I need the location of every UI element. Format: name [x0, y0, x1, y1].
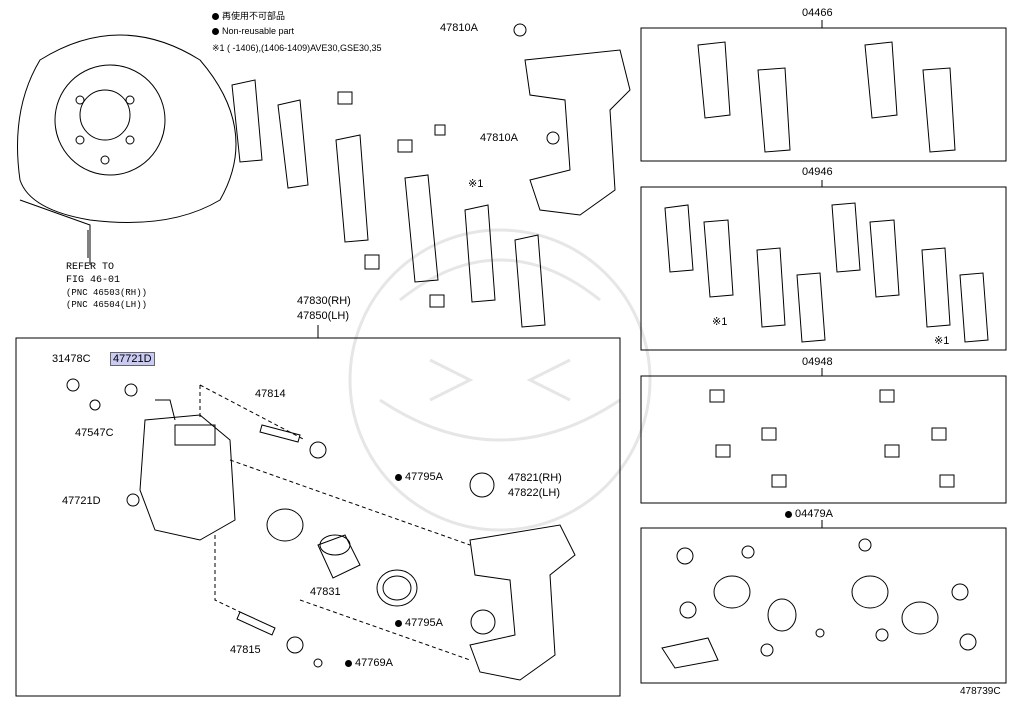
filled-dot-icon — [395, 473, 402, 481]
kit-04948-clips — [709, 389, 955, 488]
kit-04946-label[interactable]: 04946 — [802, 166, 833, 178]
brake-pads — [231, 79, 546, 328]
callout-47721d[interactable]: 47721D — [62, 495, 101, 507]
callout-47721d-highlighted[interactable]: 47721D — [110, 352, 155, 366]
callout-47814[interactable]: 47814 — [255, 388, 286, 400]
legend-non-reusable-jp: 再使用不可部品 — [212, 10, 285, 23]
callout-47547c[interactable]: 47547C — [75, 427, 114, 439]
refer-line-4: (PNC 46504(LH)) — [66, 300, 148, 310]
kit-04479a-label[interactable]: 04479A — [785, 508, 833, 520]
caliper-body — [139, 399, 236, 541]
caliper-bracket-top — [513, 23, 631, 216]
kit-boxes — [640, 20, 1007, 684]
callout-47815[interactable]: 47815 — [230, 644, 261, 656]
kit-04479a-parts — [661, 538, 977, 669]
pad-clips — [337, 91, 446, 308]
watermark-seal — [348, 228, 652, 532]
callout-47810a-mid[interactable]: 47810A — [480, 132, 518, 144]
filled-dot-icon — [345, 659, 352, 667]
refer-line-2: FIG 46-01 — [66, 275, 121, 286]
figure-code: 478739C — [960, 686, 1001, 697]
kit-04946-note-1: ※1 — [712, 316, 728, 328]
callout-47831[interactable]: 47831 — [310, 586, 341, 598]
refer-line-3: (PNC 46503(RH)) — [66, 288, 148, 298]
callout-31478c[interactable]: 31478C — [52, 353, 91, 365]
callout-47795a-top[interactable]: 47795A — [395, 471, 443, 483]
legend-note: ※1 ( -1406),(1406-1409)AVE30,GSE30,35 — [212, 43, 382, 53]
kit-04946-parts — [664, 202, 989, 343]
callout-47821-rh[interactable]: 47821(RH) — [508, 472, 562, 484]
callout-47850-lh[interactable]: 47850(LH) — [297, 310, 349, 322]
caliper-bracket-bottom — [469, 472, 576, 681]
filled-dot-icon — [212, 13, 219, 21]
legend-non-reusable-en: Non-reusable part — [212, 25, 294, 38]
callout-47830-rh[interactable]: 47830(RH) — [297, 295, 351, 307]
callout-47795a-bottom[interactable]: 47795A — [395, 617, 443, 629]
filled-dot-icon — [212, 28, 219, 36]
filled-dot-icon — [785, 510, 792, 518]
callout-47769a[interactable]: 47769A — [345, 657, 393, 669]
callout-47810a-top[interactable]: 47810A — [440, 22, 478, 34]
dust-shield — [17, 34, 237, 265]
filled-dot-icon — [395, 619, 402, 627]
piston-and-seals — [266, 508, 418, 607]
small-bolts — [66, 378, 140, 507]
kit-04466-label[interactable]: 04466 — [802, 7, 833, 19]
dashed-guides — [199, 384, 471, 661]
kit-04946-note-2: ※1 — [934, 335, 950, 347]
kit-04948-label[interactable]: 04948 — [802, 356, 833, 368]
callout-47822-lh[interactable]: 47822(LH) — [508, 487, 560, 499]
kit-04466-pads — [697, 41, 956, 153]
caliper-assembly-frame — [15, 337, 621, 697]
refer-line-1: REFER TO — [66, 262, 115, 273]
note-mark-top: ※1 — [468, 178, 484, 190]
guide-pins — [236, 424, 327, 668]
